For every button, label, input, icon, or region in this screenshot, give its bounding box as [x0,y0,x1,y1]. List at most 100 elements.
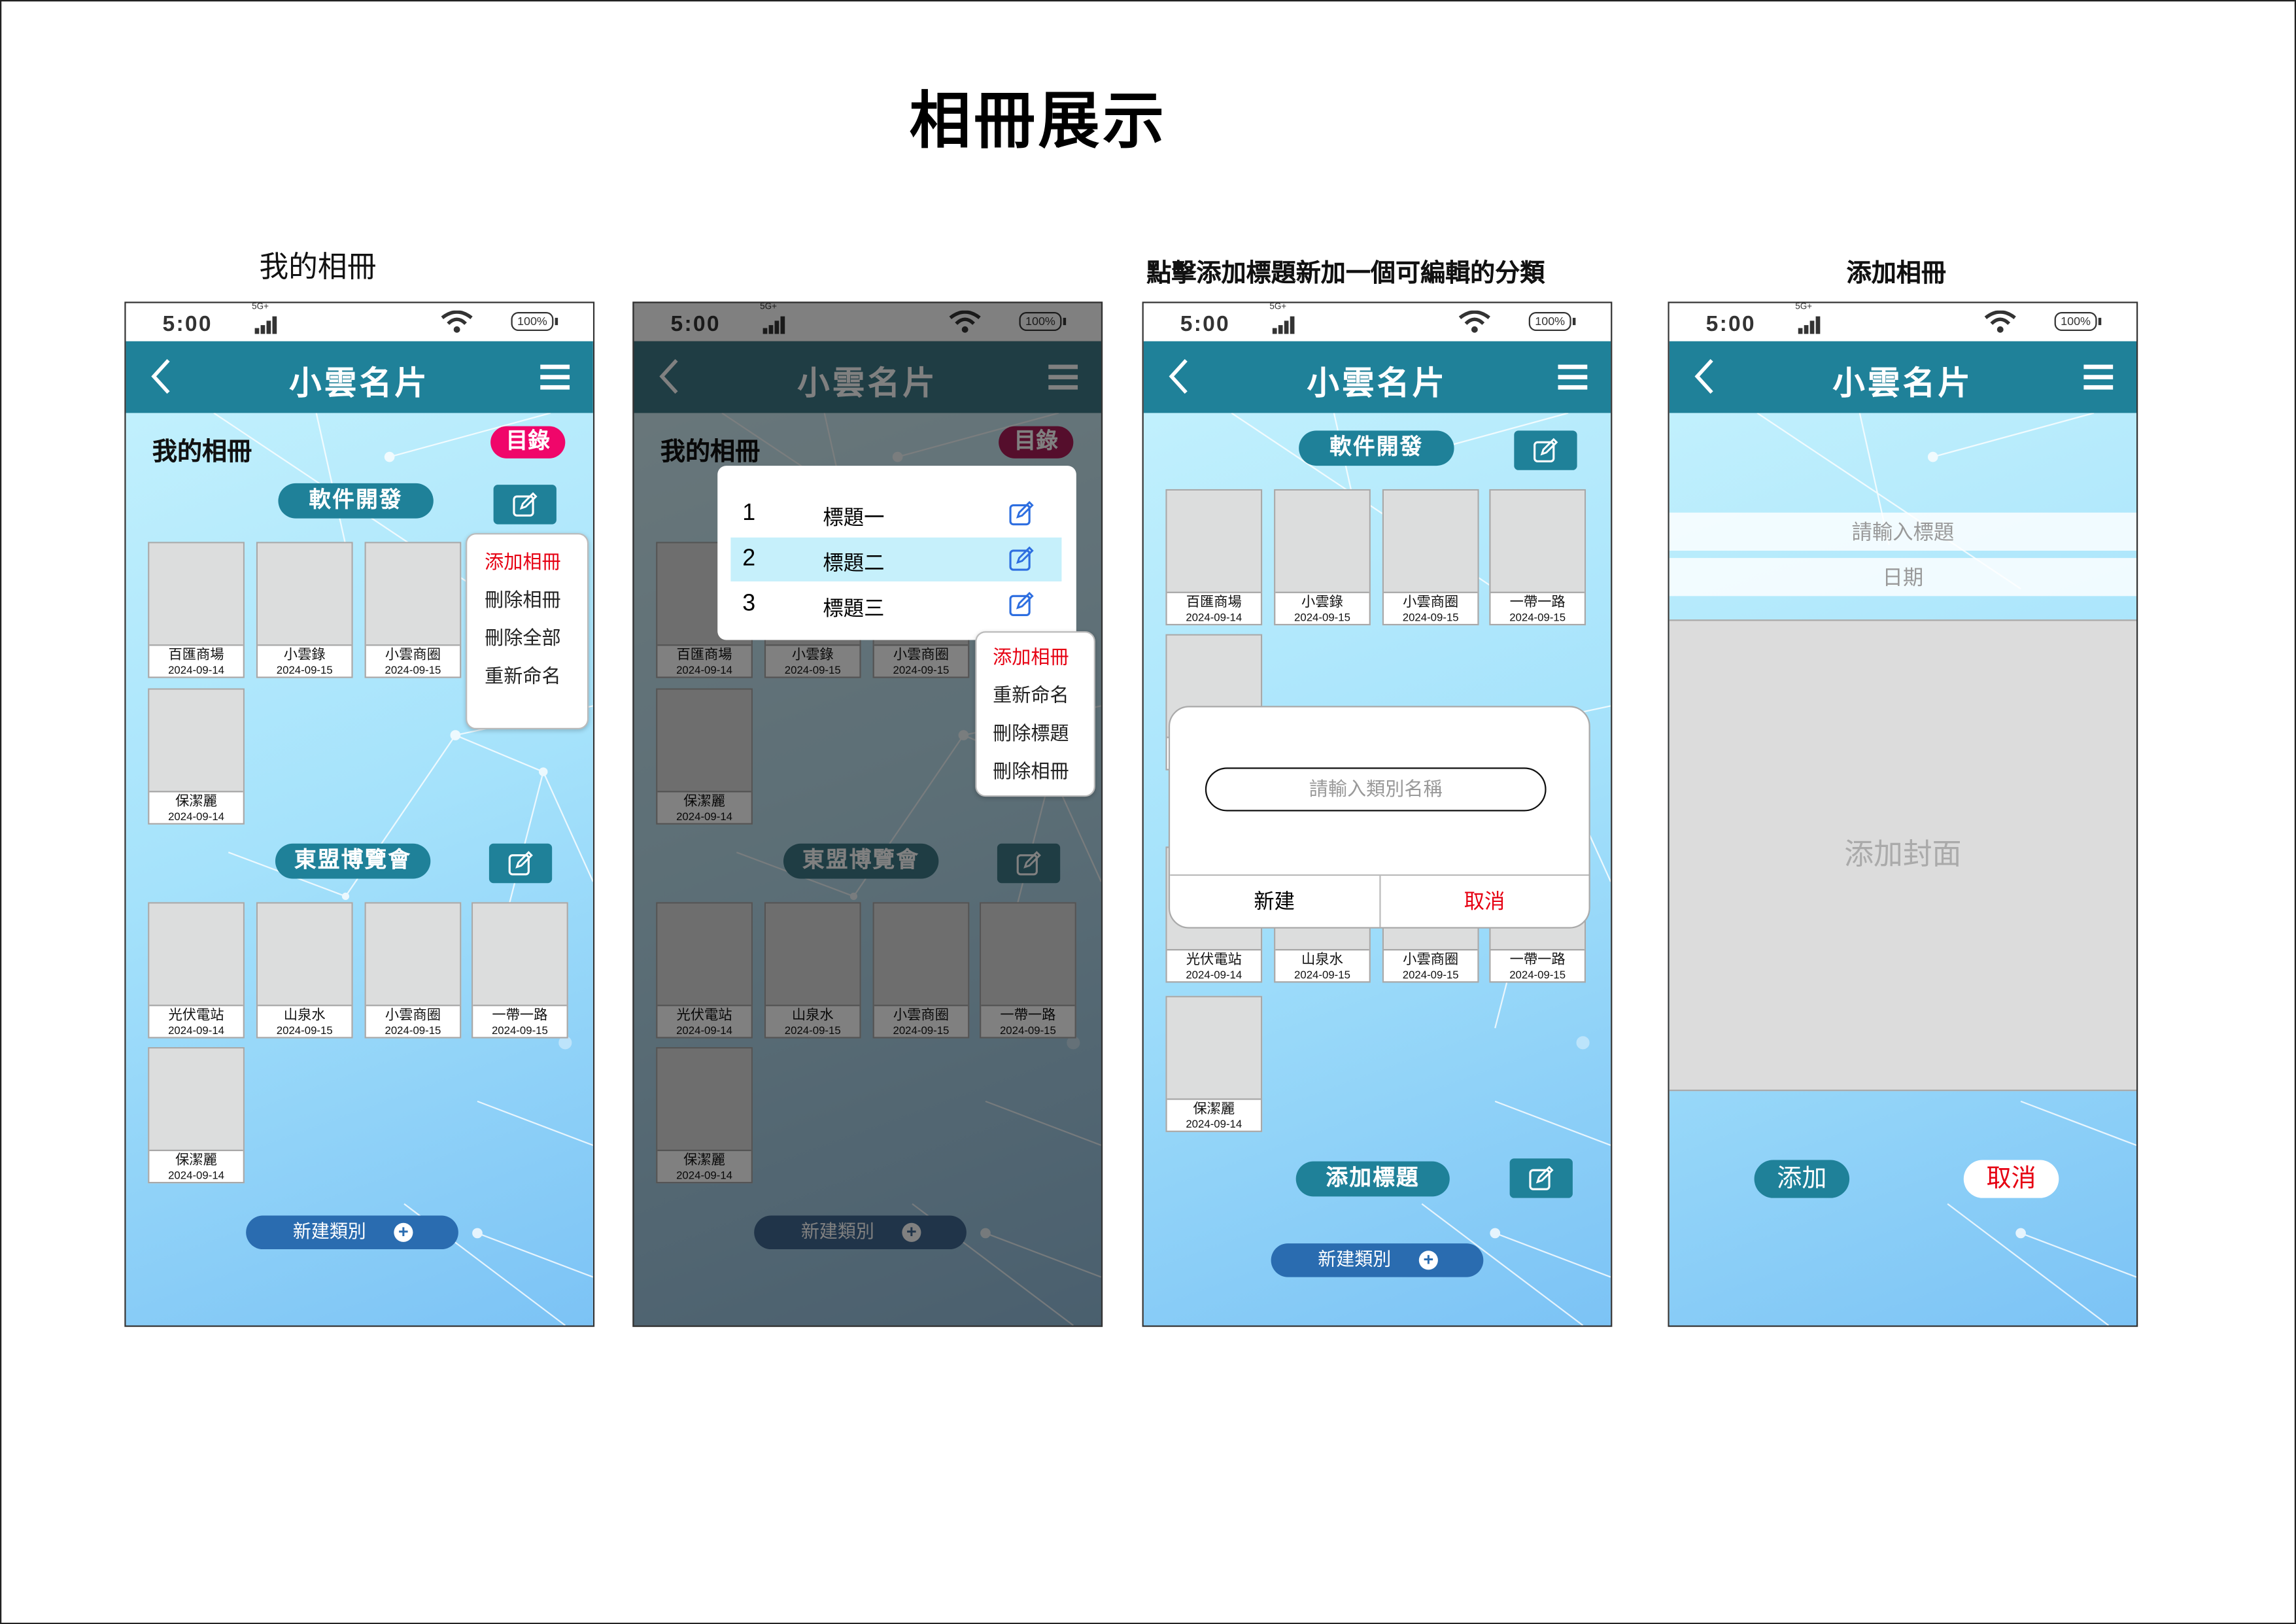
wifi-icon [441,310,473,341]
cancel-button[interactable]: 取消 [1963,1160,2059,1198]
date-input[interactable]: 日期 [1669,558,2136,596]
page-heading: 我的相冊 [152,438,252,466]
album-name: 山泉水 [791,1007,834,1024]
network-label: 5G+ [1269,303,1287,312]
menu-item[interactable]: 添加相冊 [993,646,1069,668]
new-category-button[interactable]: 新建類別+ [246,1215,458,1250]
menu-item[interactable]: 重新命名 [485,665,561,687]
title-input[interactable]: 請輸入標題 [1669,512,2136,551]
section-label-my-albums: 我的相冊 [259,249,377,285]
new-category-label: 新建類別 [292,1221,366,1242]
album-name: 一帶一路 [1000,1007,1056,1024]
cancel-button[interactable]: 取消 [1464,889,1505,913]
back-button[interactable] [655,356,687,397]
album-date: 2024-09-14 [676,1024,733,1037]
album-cover-placeholder [657,903,751,1007]
menu-item[interactable]: 刪除全部 [485,627,561,649]
network-label: 5G+ [1795,303,1813,312]
album-date: 2024-09-15 [893,1024,950,1037]
status-bar: 5:00 5G+ 100% [1143,303,1611,341]
catalog-button[interactable]: 目錄 [999,426,1074,458]
album-cover-placeholder [657,689,751,793]
album-date: 2024-09-15 [784,1024,841,1037]
album-cover-placeholder [766,903,860,1007]
edit-category-button[interactable] [488,843,553,884]
menu-item[interactable]: 重新命名 [993,683,1069,706]
hamburger-menu-icon[interactable] [1048,364,1078,390]
album-name: 光伏電站 [168,1007,224,1024]
menu-item[interactable]: 刪除標題 [993,721,1069,744]
album-name: 保潔麗 [683,793,725,810]
status-time: 5:00 [162,311,213,337]
edit-title-button[interactable] [1509,1158,1573,1198]
category-label: 東盟博覽會 [783,843,939,879]
menu-item[interactable]: 刪除相冊 [485,589,561,611]
edit-category-button[interactable] [1514,430,1577,470]
content-area: 請輸入標題日期添加封面添加 取消 [1669,413,2136,1326]
back-button[interactable] [1164,356,1196,397]
album-cover-placeholder [1167,491,1261,593]
album-cover-placeholder [981,903,1075,1007]
confirm-new-button[interactable]: 新建 [1170,876,1380,927]
hamburger-menu-icon[interactable] [540,364,570,390]
hamburger-menu-icon[interactable] [2083,364,2114,390]
new-category-button[interactable]: 新建類別+ [1271,1243,1484,1277]
album-cover-placeholder [1275,491,1369,593]
album-date: 2024-09-15 [1402,610,1459,624]
edit-category-button[interactable] [997,843,1061,884]
album-cover-placeholder [1167,997,1261,1100]
battery-indicator: 100% [1528,311,1576,332]
back-button[interactable] [1690,356,1722,397]
edit-category-button[interactable] [493,485,557,525]
album-context-menu: 添加相冊刪除相冊刪除全部重新命名 [466,533,589,730]
battery-indicator: 100% [511,311,558,332]
back-button[interactable] [146,356,179,397]
album-name: 小雲錄 [791,647,834,664]
status-time: 5:00 [1180,311,1230,337]
network-label: 5G+ [760,303,777,312]
album-name: 光伏電站 [676,1007,732,1024]
catalog-button[interactable]: 目錄 [490,426,566,458]
album-date: 2024-09-15 [276,663,333,677]
album-cover-placeholder [149,543,243,646]
menu-item[interactable]: 添加相冊 [485,550,561,573]
add-cover-area[interactable]: 添加封面 [1669,619,2136,1092]
album-date: 2024-09-14 [168,1168,225,1183]
hamburger-menu-icon[interactable] [1558,364,1588,390]
new-category-button[interactable]: 新建類別+ [754,1215,967,1250]
album-name: 小雲商圈 [1403,952,1459,969]
menu-item[interactable]: 刪除相冊 [993,760,1069,782]
app-header: 小雲名片 [126,341,593,413]
status-time: 5:00 [670,311,721,337]
album-name: 一帶一路 [1509,952,1566,969]
add-title-button[interactable]: 添加標題 [1295,1161,1450,1197]
category-name-input[interactable]: 請輸入類別名稱 [1205,767,1547,812]
add-button[interactable]: 添加 [1754,1160,1850,1198]
